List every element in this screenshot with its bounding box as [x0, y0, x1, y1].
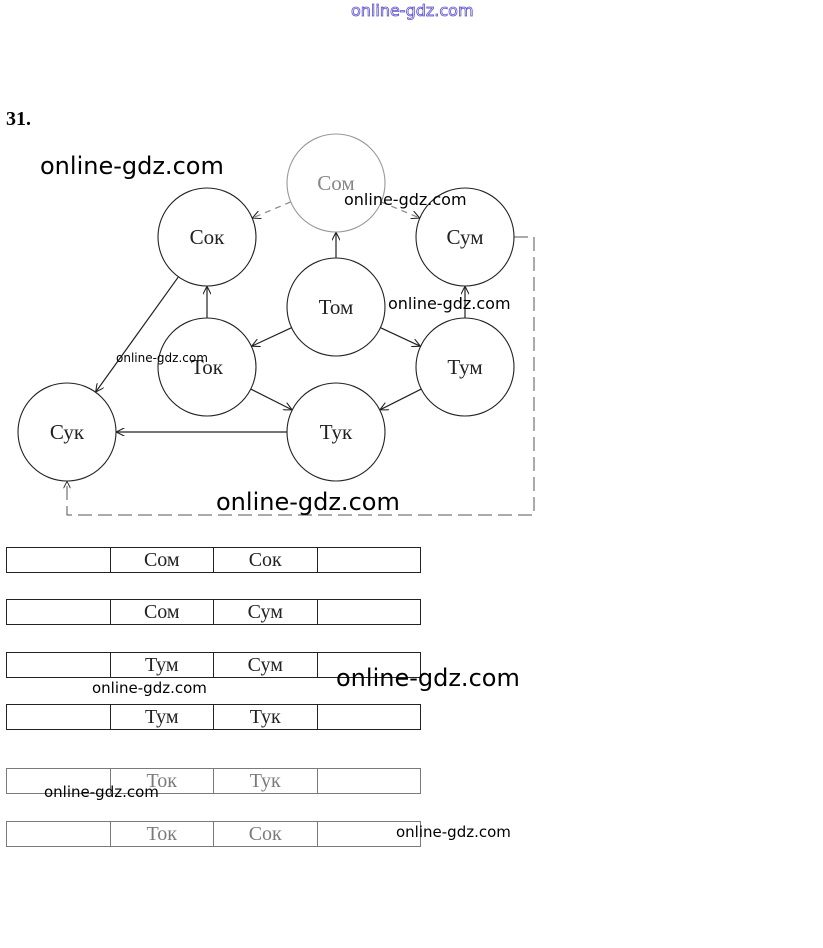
- chain-cell: Ток: [111, 769, 214, 793]
- node-label: Сом: [317, 171, 354, 195]
- chain-cell: Сом: [111, 600, 214, 624]
- node-circle: [415, 187, 515, 287]
- watermark: online-gdz.com: [396, 823, 511, 841]
- chain-cell: [7, 705, 111, 729]
- node-label: Сок: [190, 225, 226, 249]
- node-circle: [157, 317, 257, 417]
- node-circle: [286, 133, 386, 233]
- problem-number: 31.: [6, 108, 31, 130]
- node-circle: [415, 317, 515, 417]
- edge-8: [96, 276, 179, 392]
- edge-6: [381, 388, 422, 409]
- chain-cell: Тук: [214, 705, 318, 729]
- node-label: Сум: [447, 225, 484, 249]
- edge-sum-suk: [67, 236, 535, 516]
- edge-2: [380, 327, 419, 346]
- edge-10: [380, 201, 419, 218]
- watermark: online-gdz.com: [216, 488, 400, 516]
- watermark: online-gdz.com: [336, 664, 520, 692]
- chain-cell: Сум: [214, 600, 318, 624]
- chain-cell: Ток: [111, 822, 214, 846]
- chain-cell: Тук: [214, 769, 318, 793]
- watermark: online-gdz.com: [116, 351, 208, 365]
- node-label: Сук: [50, 420, 85, 444]
- node-label: Тук: [320, 420, 353, 444]
- chain-cell: [7, 822, 111, 846]
- chain-cell: [7, 769, 111, 793]
- chain-cell: [7, 548, 111, 572]
- chain-cell: [318, 548, 421, 572]
- chain-cell: [318, 705, 421, 729]
- watermark: online-gdz.com: [351, 1, 474, 21]
- edge-4: [250, 388, 292, 409]
- chain-cell: [318, 769, 421, 793]
- edge-1: [252, 327, 292, 346]
- chain-cell: [318, 600, 421, 624]
- chain-cell: [7, 653, 111, 677]
- watermark: online-gdz.com: [44, 783, 159, 801]
- node-circle: [286, 257, 386, 357]
- node-label: Тум: [447, 355, 482, 379]
- chain-cell: Сом: [111, 548, 214, 572]
- chain-cell: Тум: [111, 653, 214, 677]
- chain-cell: Тум: [111, 705, 214, 729]
- node-label: Том: [319, 295, 354, 319]
- chain-cell: Сум: [214, 653, 318, 677]
- node-circle: [17, 382, 117, 482]
- edge-9: [253, 201, 292, 218]
- node-label: Ток: [191, 355, 224, 379]
- watermark: online-gdz.com: [92, 679, 207, 697]
- watermark: online-gdz.com: [40, 152, 224, 180]
- node-circle: [286, 382, 386, 482]
- chain-cell: [7, 600, 111, 624]
- chain-cell: Сок: [214, 548, 318, 572]
- node-circle: [157, 187, 257, 287]
- chain-cell: Сок: [214, 822, 318, 846]
- watermark: online-gdz.com: [388, 294, 511, 313]
- watermark: online-gdz.com: [344, 190, 467, 209]
